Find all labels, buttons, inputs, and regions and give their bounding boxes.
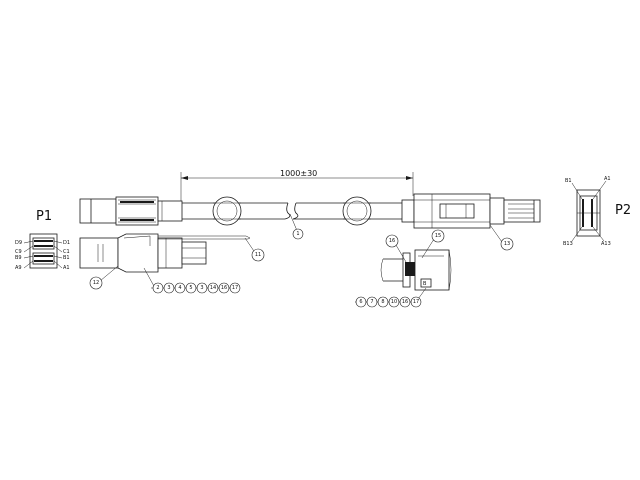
detail-group-balloon-label-3: 10 bbox=[391, 299, 397, 305]
p1-group-balloon-0 bbox=[152, 282, 164, 294]
balloon-detail-a-label: 15 bbox=[435, 233, 441, 239]
balloon-p1-shell-label: 12 bbox=[93, 280, 99, 286]
detail-group-balloon-label-5: 17 bbox=[413, 299, 419, 305]
p1-group-balloon-label-4: 3 bbox=[200, 285, 203, 291]
detail-group-balloon-label-4: 16 bbox=[402, 299, 408, 305]
detail-group-balloon-label-0: 6 bbox=[359, 299, 362, 305]
p1-pin-a9: A9 bbox=[15, 265, 22, 271]
p1-group-balloon-5 bbox=[207, 282, 219, 294]
balloon-p2-shell-label: 13 bbox=[504, 241, 510, 247]
balloon-cable: 1 bbox=[289, 213, 304, 240]
p1-group-balloon-label-7: 17 bbox=[232, 285, 238, 291]
p1-plug-top-view bbox=[79, 196, 183, 226]
p1-group-balloon-3 bbox=[185, 282, 197, 294]
detail-group-balloon-1 bbox=[366, 296, 378, 308]
balloon-p2-shell: 13 bbox=[489, 224, 514, 251]
p1-group-balloon-label-1: 3 bbox=[167, 285, 170, 291]
p1-pin-a1: A1 bbox=[63, 265, 70, 271]
p1-group-balloon-7 bbox=[229, 282, 241, 294]
balloon-sleeve-label: 11 bbox=[255, 252, 261, 258]
cable-body bbox=[182, 196, 402, 226]
p1-front-view: P1 D9 C9 B9 A9 D1 C1 B1 A1 bbox=[15, 209, 70, 271]
length-dimension-label: 1000±30 bbox=[280, 169, 317, 178]
p2-pin-a1: A1 bbox=[604, 176, 611, 182]
balloon-group-p1: 2 3 4 5 3 14 16 17 bbox=[143, 267, 241, 294]
p2-pin-b1: B1 bbox=[565, 178, 572, 184]
balloon-detail-b: 16 bbox=[385, 234, 407, 263]
p1-pin-d1: D1 bbox=[63, 240, 70, 246]
p1-group-balloon-1 bbox=[163, 282, 175, 294]
p2-plug-top-view bbox=[401, 193, 541, 229]
p1-group-balloon-label-2: 4 bbox=[178, 285, 181, 291]
balloon-detail-b-label: 16 bbox=[389, 238, 395, 244]
detail-group-balloon-5 bbox=[410, 296, 422, 308]
detail-mark: B bbox=[423, 281, 427, 287]
detail-group-balloon-label-2: 8 bbox=[381, 299, 384, 305]
detail-group-balloon-label-1: 7 bbox=[370, 299, 373, 305]
ferrite-core-left bbox=[212, 196, 242, 226]
p1-pin-c1: C1 bbox=[63, 249, 70, 255]
p1-group-balloon-4 bbox=[196, 282, 208, 294]
p1-pin-b1: B1 bbox=[63, 255, 70, 261]
detail-group-balloon-4 bbox=[399, 296, 411, 308]
p1-group-balloon-label-0: 2 bbox=[156, 285, 159, 291]
detail-group-balloon-3 bbox=[388, 296, 400, 308]
p1-group-balloon-label-3: 5 bbox=[189, 285, 192, 291]
balloon-detail-a: 15 bbox=[421, 229, 445, 259]
p2-front-view: P2 B1 A1 B13 A13 bbox=[563, 176, 631, 247]
p1-pin-c9: C9 bbox=[15, 249, 22, 255]
ferrite-core-right bbox=[342, 196, 372, 226]
p1-label: P1 bbox=[36, 209, 52, 224]
p1-plug-side-view bbox=[79, 233, 251, 273]
p1-pin-d9: D9 bbox=[15, 240, 22, 246]
p2-pin-b13: B13 bbox=[563, 241, 573, 247]
p2-label: P2 bbox=[615, 203, 631, 218]
p1-pin-b9: B9 bbox=[15, 255, 22, 261]
p2-pin-a13: A13 bbox=[601, 241, 611, 247]
balloon-p1-shell: 12 bbox=[89, 265, 119, 290]
detail-group-balloon-2 bbox=[377, 296, 389, 308]
detail-group-balloon-0 bbox=[355, 296, 367, 308]
p1-group-balloon-label-6: 16 bbox=[221, 285, 227, 291]
balloon-group-detail: 6 7 8 10 16 17 bbox=[355, 287, 427, 308]
length-dimension: 1000±30 bbox=[180, 169, 414, 202]
p1-group-balloon-6 bbox=[218, 282, 230, 294]
p1-group-balloon-2 bbox=[174, 282, 186, 294]
balloon-sleeve: 11 bbox=[244, 237, 265, 262]
balloon-cable-label: 1 bbox=[296, 231, 299, 237]
clamp-detail-view: B bbox=[380, 249, 452, 291]
p1-group-balloon-label-5: 14 bbox=[210, 285, 216, 291]
